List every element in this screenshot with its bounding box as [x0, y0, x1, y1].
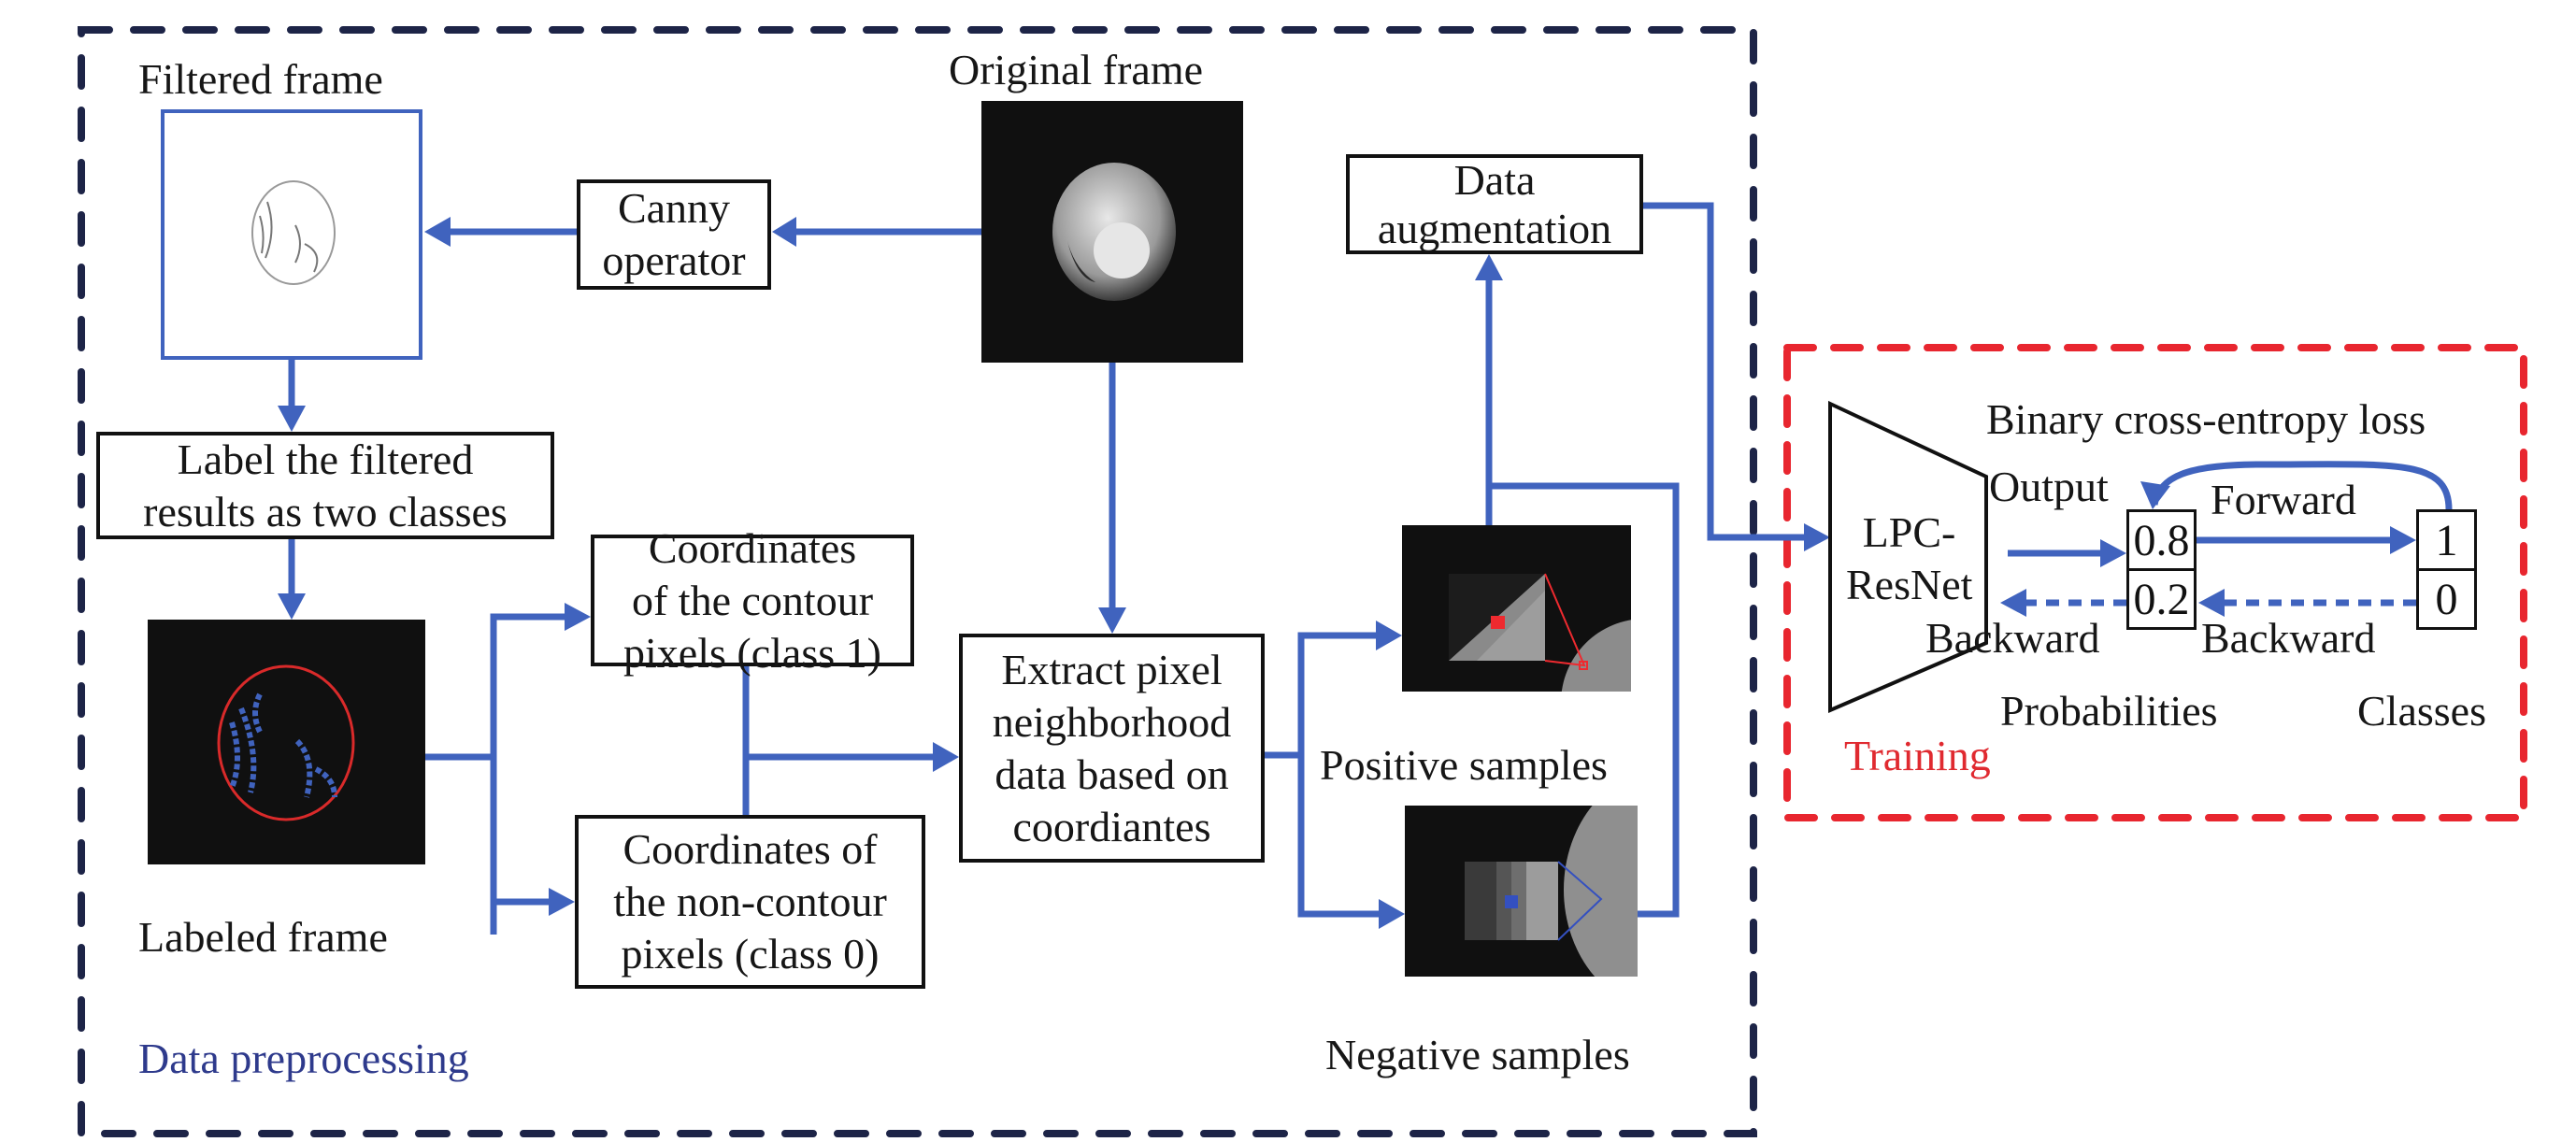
labeled-frame-image	[148, 620, 425, 864]
arrowhead-probabilities	[2100, 539, 2126, 567]
class-cell: 1	[2416, 509, 2477, 571]
extract-line-3: data based on	[995, 749, 1229, 798]
arrowhead-labeled	[278, 593, 306, 620]
backward-left-label: Backward	[1925, 614, 2100, 662]
training-border	[1783, 344, 2527, 821]
positive-center-marker	[1491, 616, 1505, 629]
class-cell: 0	[2416, 568, 2477, 630]
arrowhead-extract-top	[1098, 607, 1126, 634]
label-line-1: Label the filtered	[177, 435, 474, 483]
canny-line-1: Canny	[617, 184, 731, 232]
negative-center-marker	[1505, 895, 1518, 908]
edge-negative-to-augmentation	[1489, 482, 1680, 918]
negative-patch-grid	[1465, 862, 1558, 940]
positive-patch-icon	[1449, 573, 1631, 692]
augmentation-line-2: augmentation	[1377, 204, 1612, 252]
arrowhead-negative	[1379, 899, 1405, 929]
edge-map-icon	[251, 180, 336, 285]
contour-line-2: of the contour	[631, 576, 874, 624]
preprocessing-border	[78, 26, 1757, 1137]
planet-icon	[1052, 163, 1176, 301]
extract-line-4: coordiantes	[1012, 802, 1211, 850]
probabilities-label: Probabilities	[2000, 687, 2218, 735]
network-label: LPC- ResNet	[1846, 507, 1972, 611]
original-frame-label: Original frame	[949, 46, 1204, 93]
arrowhead-label	[278, 406, 306, 432]
extract-line-1: Extract pixel	[1001, 645, 1223, 693]
filtered-frame-label: Filtered frame	[138, 55, 383, 103]
output-label: Output	[1989, 463, 2109, 510]
noncontour-coordinates-box: Coordinates of the non-contour pixels (cla…	[575, 815, 925, 989]
arrowhead-filtered	[424, 217, 451, 247]
network-line-1: LPC-	[1862, 508, 1956, 556]
noncontour-line-1: Coordinates of	[623, 825, 878, 873]
forward-label: Forward	[2211, 476, 2356, 523]
arrowhead-noncontour	[549, 888, 575, 916]
edge-to-contour	[490, 613, 570, 935]
edge-to-negative	[1297, 755, 1383, 918]
arrowhead-positive	[1376, 621, 1402, 650]
edge-loss-curve	[2151, 461, 2453, 510]
loss-label: Binary cross-entropy loss	[1986, 395, 2426, 443]
probability-cell: 0.2	[2126, 568, 2197, 630]
arrowhead-augmentation	[1475, 254, 1503, 280]
arrowhead-backward-right	[2198, 589, 2225, 617]
positive-samples-label: Positive samples	[1320, 741, 1608, 789]
positive-sample-image	[1402, 525, 1631, 692]
arrowhead-backward-left	[2000, 589, 2026, 617]
labeled-planet-icon	[217, 664, 355, 821]
arrowhead-classes	[2390, 526, 2416, 554]
training-title: Training	[1844, 732, 1991, 779]
arrowhead-network	[1804, 523, 1830, 551]
probability-cell: 0.8	[2126, 509, 2197, 571]
original-frame-image	[981, 101, 1243, 363]
edge-to-noncontour	[490, 757, 553, 906]
preprocessing-title: Data preprocessing	[138, 1035, 469, 1082]
arrowhead-contour	[565, 603, 591, 631]
network-line-2: ResNet	[1846, 561, 1973, 608]
network-shape	[1828, 400, 1988, 714]
edge-augmentation-to-network	[1643, 202, 1809, 541]
arrowhead-extract	[933, 742, 959, 772]
contour-line-1: Coordinates	[648, 523, 857, 572]
labeled-frame-label: Labeled frame	[138, 913, 388, 961]
negative-samples-label: Negative samples	[1325, 1031, 1630, 1078]
noncontour-line-3: pixels (class 0)	[621, 930, 880, 978]
arrowhead-loss	[2140, 481, 2170, 509]
filtered-frame-image	[161, 109, 422, 360]
negative-patch-icon	[1465, 806, 1638, 977]
extract-line-2: neighborhood	[992, 697, 1232, 746]
arrowhead-canny	[772, 217, 796, 247]
backward-right-label: Backward	[2201, 614, 2376, 662]
canny-line-2: operator	[602, 236, 746, 284]
augmentation-line-1: Data	[1453, 155, 1536, 204]
noncontour-line-2: the non-contour	[613, 878, 887, 925]
negative-sample-image	[1405, 806, 1638, 977]
contour-line-3: pixels (class 1)	[623, 628, 881, 677]
label-line-2: results as two classes	[143, 487, 508, 535]
classes-label: Classes	[2357, 687, 2486, 735]
